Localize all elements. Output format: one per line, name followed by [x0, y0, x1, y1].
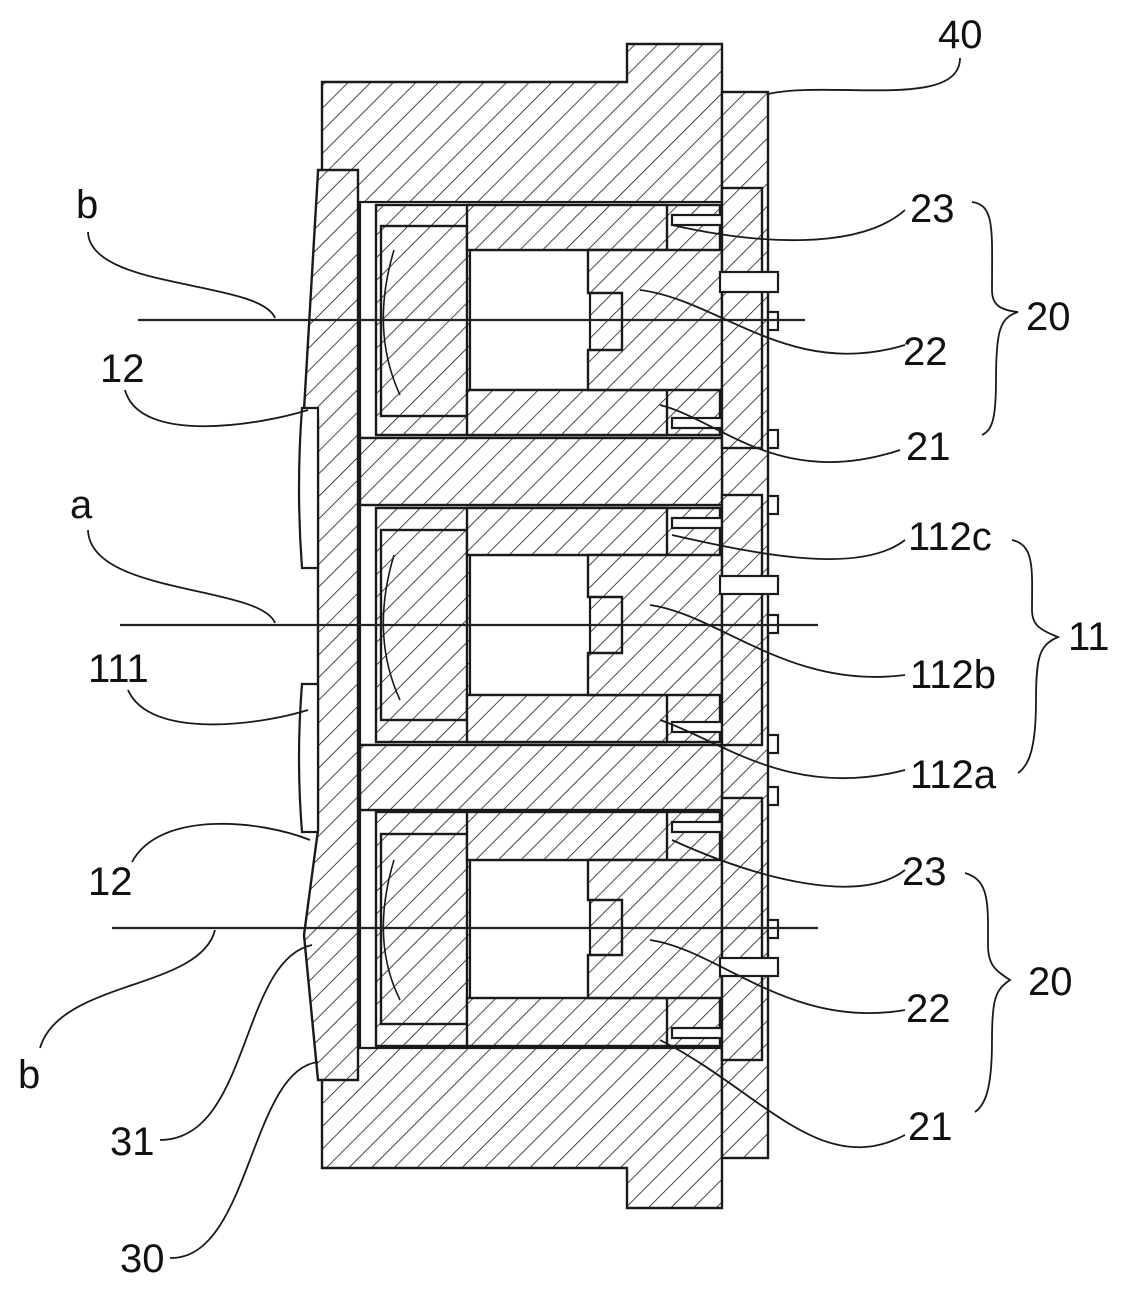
label-40: 40: [938, 13, 983, 57]
brace-20-bottom: [964, 872, 1012, 1113]
label-20-top: 20: [1026, 295, 1071, 339]
lens-12-top-outline: [297, 406, 320, 570]
label-b-top: b: [76, 183, 98, 227]
label-22-top: 22: [903, 330, 948, 374]
label-112c: 112c: [908, 515, 992, 559]
label-b-bottom: b: [18, 1053, 40, 1097]
label-20-bottom: 20: [1028, 960, 1073, 1004]
label-22-bottom: 22: [906, 987, 951, 1031]
label-a: a: [70, 483, 93, 527]
divider-upper: [358, 436, 724, 507]
label-30: 30: [120, 1237, 165, 1281]
divider-lower: [358, 743, 724, 812]
leader-lines: [39, 57, 961, 1259]
label-21-bottom: 21: [908, 1105, 953, 1149]
label-111: 111: [88, 647, 149, 691]
label-112b: 112b: [910, 653, 996, 697]
label-31: 31: [110, 1120, 155, 1164]
label-12-top: 12: [100, 347, 145, 391]
label-23-top: 23: [910, 187, 955, 231]
label-21-top: 21: [906, 425, 951, 469]
label-23-bottom: 23: [902, 850, 947, 894]
label-11: 11: [1068, 615, 1110, 659]
brace-11: [1011, 539, 1061, 774]
brace-20-top: [971, 201, 1019, 436]
label-12-bottom: 12: [88, 860, 133, 904]
label-112a: 112a: [910, 753, 997, 797]
lens-111-outline: [297, 682, 320, 834]
